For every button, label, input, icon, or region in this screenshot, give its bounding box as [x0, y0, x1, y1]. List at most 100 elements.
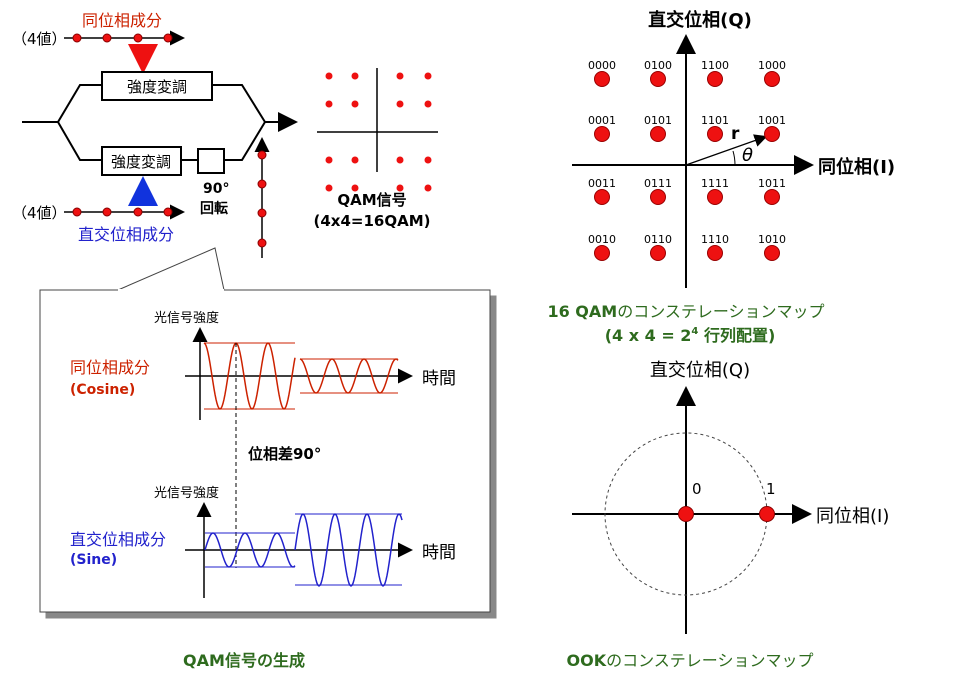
- ylabel-bottom: 光信号強度: [154, 485, 219, 501]
- inphase-dot: [133, 33, 143, 43]
- inset-panel: [39, 289, 491, 613]
- qam16-point: [650, 126, 666, 142]
- qam16-point: [594, 71, 610, 87]
- qam16-code-label: 0101: [644, 114, 672, 127]
- quadrature-dot: [72, 207, 82, 217]
- small-qam-dot: [325, 72, 333, 80]
- small-qam-dot: [396, 72, 404, 80]
- small-qam-dot: [424, 72, 432, 80]
- qam16-point: [707, 71, 723, 87]
- qam16-caption-line1: 16 QAMのコンステレーションマップ: [547, 302, 824, 321]
- qam16-point: [594, 245, 610, 261]
- phase-rotator-box: [197, 148, 225, 174]
- theta-label: θ: [742, 145, 753, 166]
- quadrature-dot: [133, 207, 143, 217]
- cos-sub-label: (Cosine): [70, 382, 135, 398]
- small-qam-dot: [351, 72, 359, 80]
- small-qam-dot: [424, 100, 432, 108]
- sin-label: 直交位相成分: [70, 530, 166, 549]
- rotation-deg: 90°: [203, 181, 229, 197]
- ook-q-axis-label: 直交位相(Q): [650, 360, 750, 381]
- callout-pointer: [117, 247, 225, 291]
- qam16-caption-sup: 4: [691, 326, 698, 337]
- small-qam-dot: [424, 156, 432, 164]
- small-qam-dot: [424, 184, 432, 192]
- qam16-caption-line2: (4 x 4 = 24 行列配置): [605, 326, 776, 345]
- qam16-code-label: 1010: [758, 233, 786, 246]
- ook-point-1: [759, 506, 775, 522]
- waveform-inset: 光信号強度 同位相成分 (Cosine) 時間 位相差90° 光信号強度 直交位…: [39, 247, 491, 613]
- time-bottom: 時間: [422, 543, 456, 563]
- qam16-point: [594, 189, 610, 205]
- ook-constellation: 直交位相(Q) 0 1 同位相(I) OOKのコンステレーションマップ: [567, 360, 890, 670]
- cos-label: 同位相成分: [70, 358, 150, 377]
- ook-point-0: [678, 506, 694, 522]
- qam16-code-label: 1100: [701, 59, 729, 72]
- qam16-code-label: 0100: [644, 59, 672, 72]
- r-vector: [685, 134, 768, 166]
- small-qam-dot: [325, 100, 333, 108]
- qam16-q-axis-label: 直交位相(Q): [648, 9, 752, 31]
- small-qam-dot: [396, 156, 404, 164]
- time-top: 時間: [422, 369, 456, 389]
- small-qam-dot: [351, 184, 359, 192]
- qam16-code-label: 1001: [758, 114, 786, 127]
- ook-i-axis-label: 同位相(I): [816, 506, 889, 527]
- modulator-diagram: （4値） 同位相成分 強度変調 強度変調 90° 回転 （4値） 直交位相成分: [12, 11, 298, 258]
- qam-generation-caption: QAM信号の生成: [183, 651, 305, 670]
- qam16-code-label: 1000: [758, 59, 786, 72]
- qam16-code-label: 1011: [758, 177, 786, 190]
- qam16-point: [650, 189, 666, 205]
- rotation-label: 回転: [200, 200, 228, 217]
- ook-caption-prefix: OOK: [567, 651, 607, 670]
- modulator-box-top: [101, 71, 213, 101]
- qam16-point: [594, 126, 610, 142]
- qam16-code-label: 1110: [701, 233, 729, 246]
- inphase-label: 同位相成分: [82, 11, 162, 30]
- qam16-point: [707, 126, 723, 142]
- qam16-code-label: 1111: [701, 177, 729, 190]
- qam16-code-label: 1101: [701, 114, 729, 127]
- four-values-top: （4値）: [12, 30, 67, 48]
- qam16-point: [707, 189, 723, 205]
- qam16-caption-b: 行列配置): [698, 326, 775, 345]
- small-qam-constellation: QAM信号 (4x4=16QAM): [314, 68, 438, 230]
- small-qam-dot: [325, 156, 333, 164]
- qam-formula-label: (4x4=16QAM): [314, 212, 431, 230]
- qam16-point: [764, 189, 780, 205]
- four-values-bottom: （4値）: [12, 204, 67, 222]
- qam16-code-label: 0010: [588, 233, 616, 246]
- qam16-code-label: 0011: [588, 177, 616, 190]
- qam16-point: [650, 71, 666, 87]
- rotated-dot: [257, 238, 267, 248]
- ook-caption: OOKのコンステレーションマップ: [567, 651, 814, 670]
- qam16-point: [650, 245, 666, 261]
- qam16-code-label: 0000: [588, 59, 616, 72]
- small-qam-dot: [325, 184, 333, 192]
- split-top-path: [22, 84, 102, 123]
- qam16-point: [764, 126, 780, 142]
- phase-diff-label: 位相差90°: [248, 445, 321, 463]
- ylabel-top: 光信号強度: [154, 310, 219, 326]
- qam16-point: [764, 71, 780, 87]
- ook-label-0: 0: [692, 480, 702, 498]
- qam-signal-label: QAM信号: [337, 191, 406, 209]
- r-label: r: [731, 124, 740, 144]
- quadrature-label: 直交位相成分: [78, 225, 174, 244]
- qam16-i-axis-label: 同位相(I): [818, 156, 895, 178]
- inphase-dot: [102, 33, 112, 43]
- sin-sub-label: (Sine): [70, 552, 117, 568]
- sine-wave: [204, 513, 403, 587]
- theta-arc: [732, 150, 736, 166]
- small-qam-dot: [396, 100, 404, 108]
- small-qam-dot: [351, 156, 359, 164]
- small-qam-dot: [351, 100, 359, 108]
- modulator-bottom-label: 強度変調: [111, 153, 171, 171]
- qam16-caption-suffix: のコンステレーションマップ: [617, 302, 824, 321]
- qam16-code-label: 0111: [644, 177, 672, 190]
- qam16-caption-a: (4 x 4 = 2: [605, 326, 692, 345]
- modulator-box-bottom: [101, 146, 182, 176]
- rotated-dot: [257, 208, 267, 218]
